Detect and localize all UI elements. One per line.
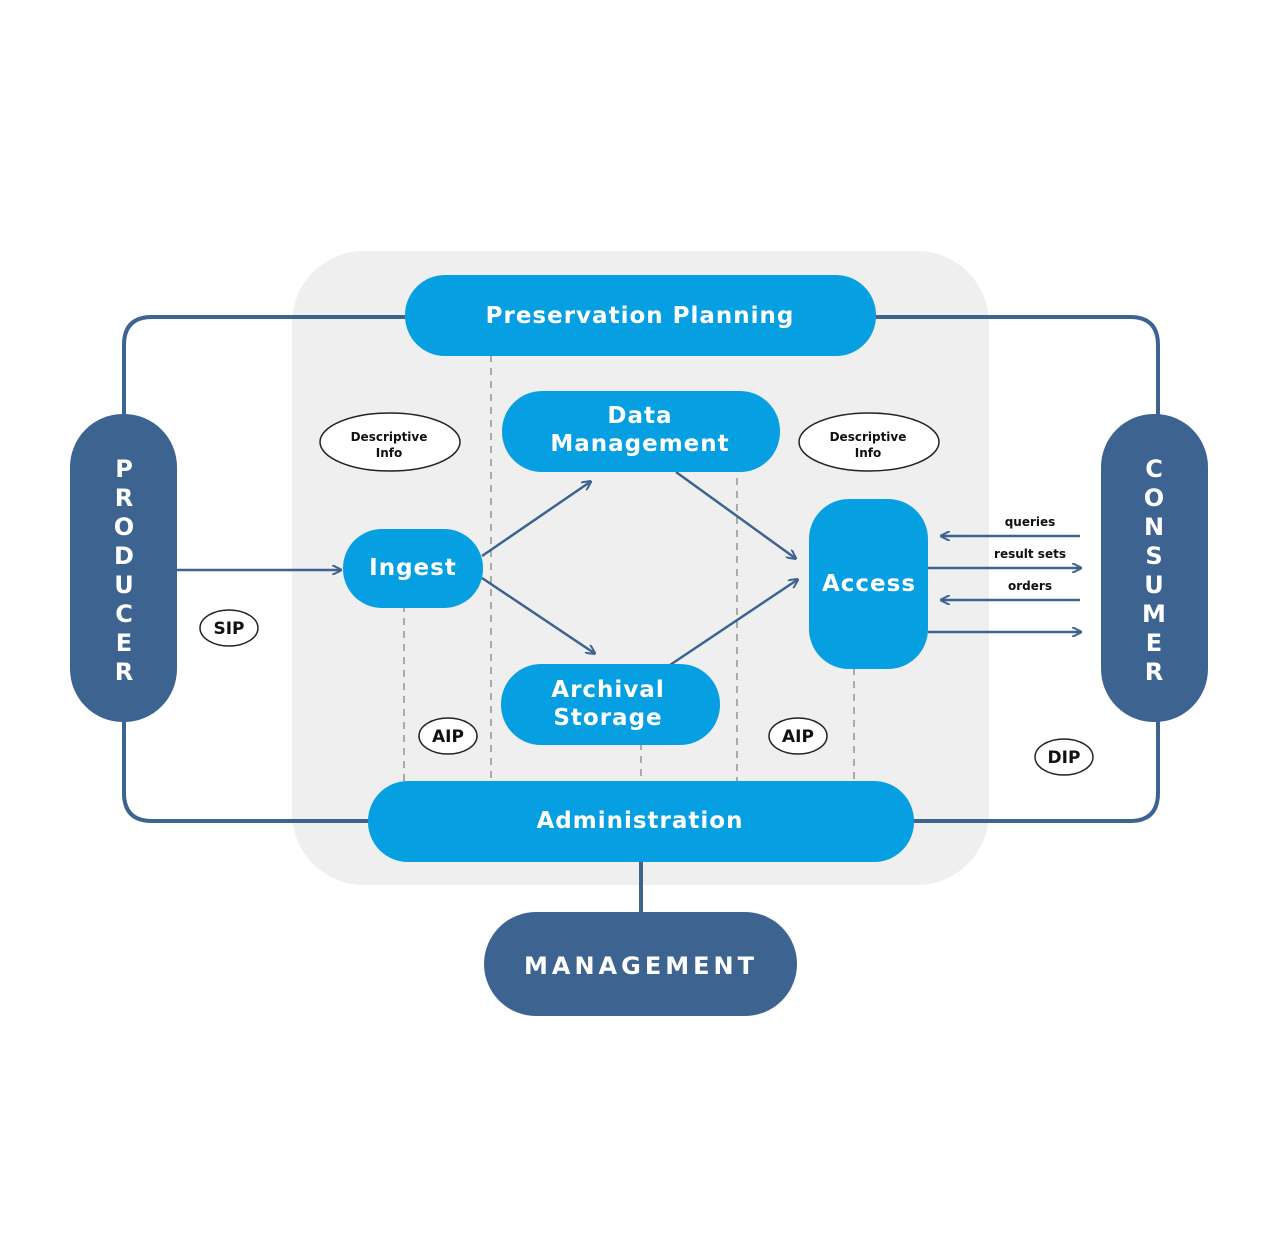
producer-letter: R [115, 484, 133, 512]
consumer-letter: C [1145, 455, 1163, 483]
producer-entity[interactable]: P R O D U C E R [70, 414, 177, 722]
consumer-letter: E [1146, 629, 1162, 657]
consumer-letter: R [1145, 658, 1163, 686]
dip-label: DIP [1048, 748, 1081, 768]
administration-box[interactable]: Administration [368, 781, 914, 862]
producer-administration-connector [122, 715, 372, 823]
consumer-letter: M [1142, 600, 1166, 628]
preservation-planning-label: Preservation Planning [486, 303, 795, 329]
sip-label: SIP [213, 619, 244, 639]
aip-right-oval: AIP [768, 717, 828, 755]
producer-letter: O [114, 513, 134, 541]
descriptive-info-right-line1: Descriptive [830, 430, 907, 444]
producer-letter: U [114, 571, 134, 599]
consumer-administration-connector [910, 715, 1160, 823]
queries-label: queries [1005, 515, 1056, 529]
producer-letter: D [114, 542, 134, 570]
consumer-letter: S [1145, 542, 1162, 570]
aip-left-label: AIP [432, 727, 464, 747]
orders-label: orders [1008, 579, 1052, 593]
ingest-datamgmt-arrow [481, 482, 590, 558]
descriptive-info-right-line2: Info [855, 446, 881, 460]
aip-right-label: AIP [782, 727, 814, 747]
data-management-label-line1: Data [607, 403, 672, 429]
ingest-label: Ingest [369, 555, 457, 581]
descriptive-info-left-oval: Descriptive Info [319, 412, 461, 472]
descriptive-info-left-line2: Info [376, 446, 402, 460]
producer-letter: E [116, 629, 132, 657]
producer-letter: C [115, 600, 133, 628]
producer-label: P R O D U C E R [114, 455, 134, 686]
archival-storage-label-line1: Archival [551, 677, 664, 703]
consumer-planning-connector [872, 315, 1160, 420]
producer-letter: P [115, 455, 133, 483]
archival-storage-box[interactable]: Archival Storage [501, 664, 720, 745]
storage-access-arrow [669, 580, 797, 667]
descriptive-info-left-line1: Descriptive [351, 430, 428, 444]
producer-letter: R [115, 658, 133, 686]
consumer-label: C O N S U M E R [1142, 455, 1166, 686]
consumer-entity[interactable]: C O N S U M E R [1101, 414, 1208, 722]
administration-label: Administration [537, 808, 744, 834]
consumer-letter: O [1144, 484, 1164, 512]
management-label: MANAGEMENT [524, 952, 758, 980]
access-box[interactable]: Access [809, 499, 928, 669]
dip-oval: DIP [1034, 738, 1094, 776]
consumer-letter: N [1144, 513, 1164, 541]
sip-oval: SIP [199, 609, 259, 647]
producer-planning-connector [122, 315, 410, 420]
data-management-label-line2: Management [550, 431, 729, 457]
management-entity[interactable]: MANAGEMENT [484, 912, 797, 1016]
result-sets-label: result sets [994, 547, 1066, 561]
datamgmt-access-arrow [675, 470, 795, 558]
descriptive-info-right-oval: Descriptive Info [798, 412, 940, 472]
aip-left-oval: AIP [418, 717, 478, 755]
consumer-letter: U [1144, 571, 1164, 599]
access-label: Access [822, 571, 916, 597]
ingest-storage-arrow [481, 576, 594, 653]
archival-storage-label-line2: Storage [553, 705, 662, 731]
data-management-box[interactable]: Data Management [502, 391, 780, 472]
ingest-box[interactable]: Ingest [343, 529, 483, 608]
preservation-planning-box[interactable]: Preservation Planning [405, 275, 876, 356]
dashed-guides [403, 355, 855, 782]
